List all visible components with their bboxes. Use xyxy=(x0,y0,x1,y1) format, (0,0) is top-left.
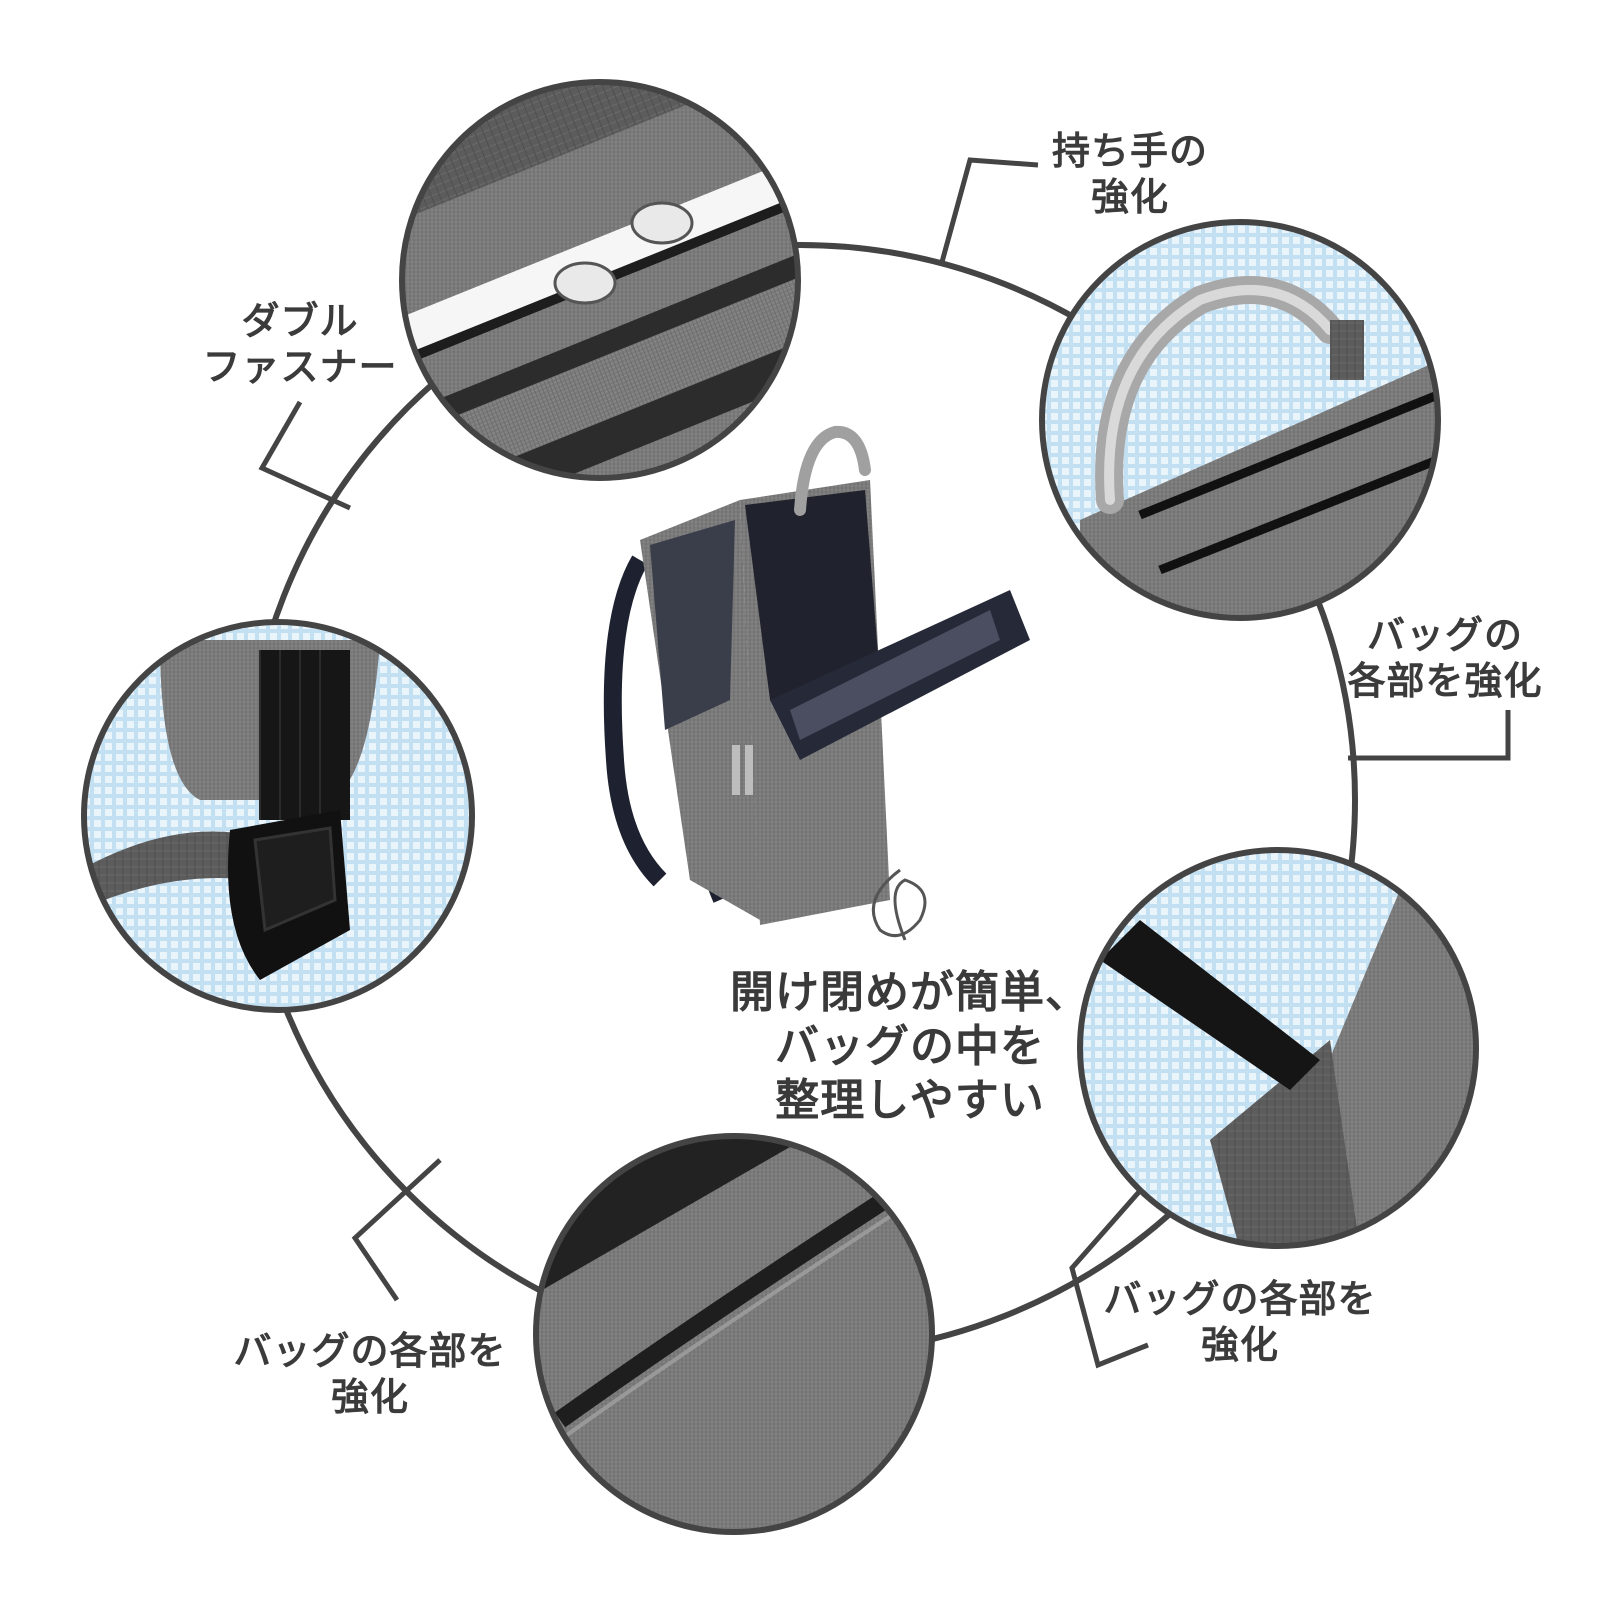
callout-line: 強化 xyxy=(330,1375,409,1419)
callout-parts-bottom-right: バッグの各部を 強化 xyxy=(1090,1276,1390,1368)
callout-parts-bottom-left: バッグの各部を 強化 xyxy=(220,1328,520,1420)
callout-handle: 持ち手の 強化 xyxy=(1030,128,1230,220)
callout-double-zipper: ダブル ファスナー xyxy=(200,298,400,390)
callout-line: 持ち手の xyxy=(1051,129,1208,173)
seam-detail-photo xyxy=(533,1133,935,1535)
strap-buckle-photo xyxy=(81,619,475,1013)
callout-line: 各部を強化 xyxy=(1347,659,1543,703)
caption-line: バッグの中を xyxy=(775,1021,1045,1072)
callout-line: 強化 xyxy=(1090,175,1169,219)
backpack-photo xyxy=(603,425,1030,941)
callout-line: ダブル xyxy=(241,299,359,343)
callout-line: バッグの xyxy=(1366,613,1523,657)
callout-line: バッグの各部を xyxy=(1103,1277,1377,1321)
connector-lines xyxy=(258,157,1511,1369)
caption-line: 開け閉めが簡単、 xyxy=(730,967,1090,1018)
handle-detail-photo xyxy=(1039,219,1441,621)
callout-parts-right: バッグの 各部を強化 xyxy=(1330,612,1560,704)
callout-line: 強化 xyxy=(1200,1323,1279,1367)
caption-line: 整理しやすい xyxy=(775,1075,1045,1126)
strap-attachment-photo xyxy=(1077,847,1479,1249)
callout-line: バッグの各部を xyxy=(233,1329,507,1373)
zipper-detail-photo xyxy=(399,79,801,481)
center-caption: 開け閉めが簡単、 バッグの中を 整理しやすい xyxy=(715,966,1105,1128)
callout-line: ファスナー xyxy=(202,345,398,389)
